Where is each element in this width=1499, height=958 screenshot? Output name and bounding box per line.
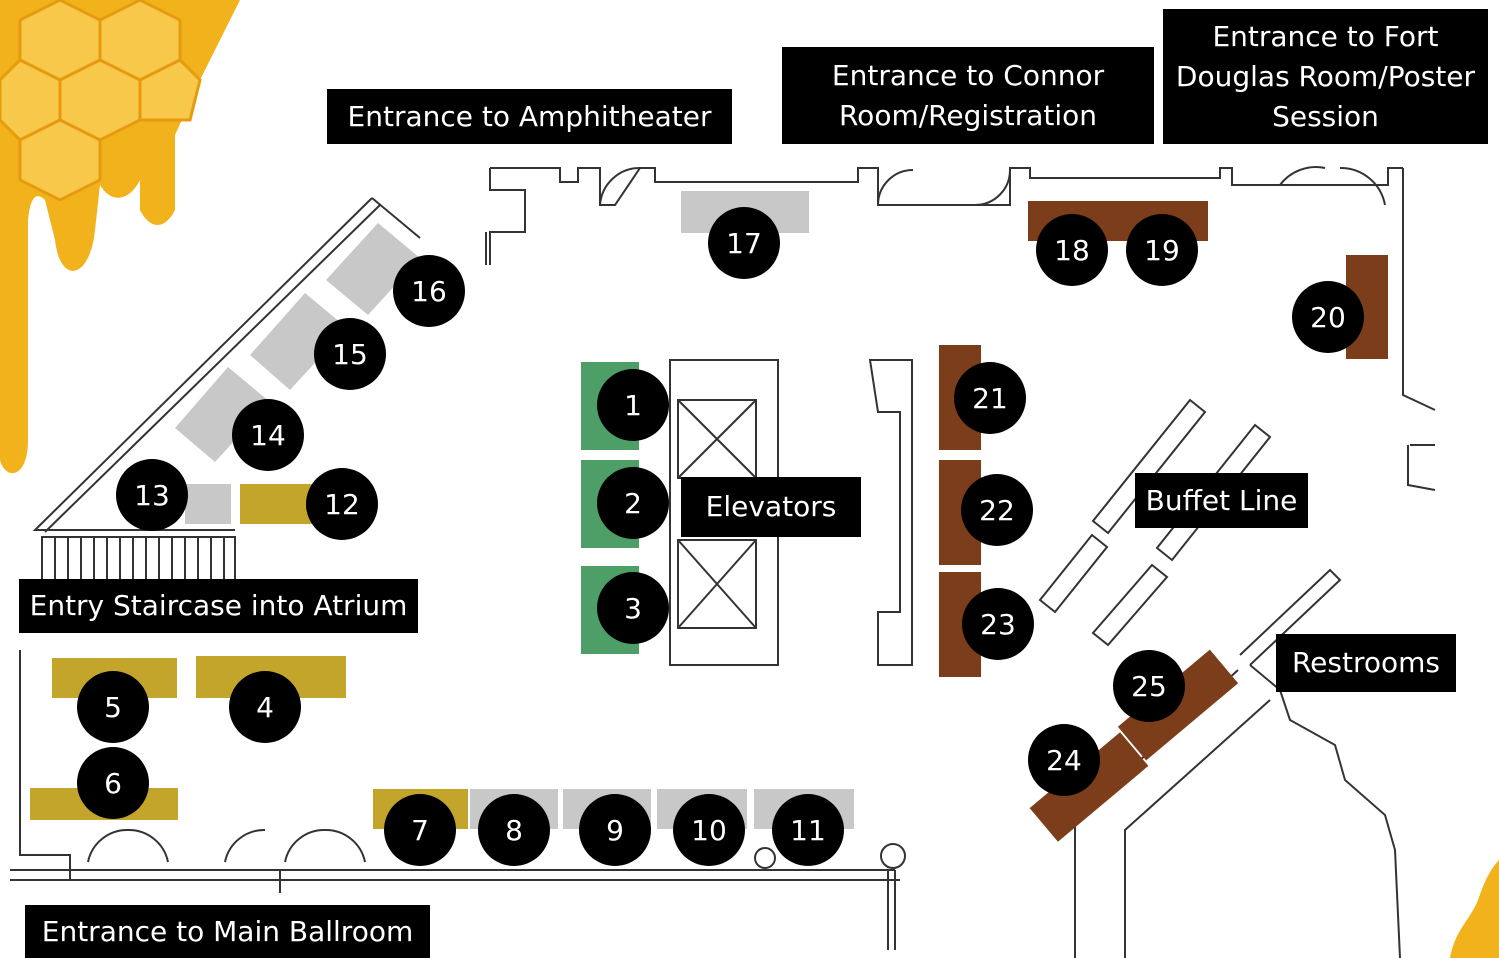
restrooms-label: Restrooms <box>1276 634 1456 692</box>
booth-marker-13[interactable]: 13 <box>116 459 188 531</box>
booth-marker-10[interactable]: 10 <box>673 794 745 866</box>
booth-marker-4[interactable]: 4 <box>229 671 301 743</box>
booth-marker-9[interactable]: 9 <box>579 794 651 866</box>
booth-marker-7[interactable]: 7 <box>384 794 456 866</box>
booth-marker-18[interactable]: 18 <box>1036 214 1108 286</box>
booth-marker-17[interactable]: 17 <box>708 207 780 279</box>
booth-marker-12[interactable]: 12 <box>306 468 378 540</box>
booth-marker-5[interactable]: 5 <box>77 671 149 743</box>
buffet-line-label: Buffet Line <box>1135 473 1308 528</box>
booth-marker-25[interactable]: 25 <box>1113 650 1185 722</box>
booth-marker-6[interactable]: 6 <box>77 747 149 819</box>
booth-marker-3[interactable]: 3 <box>597 572 669 644</box>
elevators-label: Elevators <box>681 477 861 537</box>
entry-staircase-label: Entry Staircase into Atrium <box>19 579 418 633</box>
booth-marker-22[interactable]: 22 <box>961 474 1033 546</box>
booth-marker-14[interactable]: 14 <box>232 399 304 471</box>
booth-13-table[interactable] <box>185 484 231 524</box>
booth-marker-24[interactable]: 24 <box>1028 724 1100 796</box>
booth-marker-16[interactable]: 16 <box>393 255 465 327</box>
booth-marker-20[interactable]: 20 <box>1292 281 1364 353</box>
booth-marker-23[interactable]: 23 <box>962 588 1034 660</box>
booth-marker-8[interactable]: 8 <box>478 794 550 866</box>
staircase-steps <box>54 537 225 582</box>
amphitheater-entrance-label: Entrance to Amphitheater <box>327 89 732 144</box>
honey-drip-decoration <box>1450 860 1499 958</box>
main-ballroom-entrance-label: Entrance to Main Ballroom <box>25 905 430 958</box>
booth-marker-15[interactable]: 15 <box>314 318 386 390</box>
booth-marker-19[interactable]: 19 <box>1126 214 1198 286</box>
booth-marker-21[interactable]: 21 <box>954 362 1026 434</box>
booth-marker-2[interactable]: 2 <box>597 467 669 539</box>
connor-room-entrance-label: Entrance to Connor Room/Registration <box>782 47 1154 144</box>
fort-douglas-entrance-label: Entrance to Fort Douglas Room/Poster Ses… <box>1163 9 1488 144</box>
honeycomb-decoration <box>0 0 240 474</box>
diagonal-booths <box>175 223 420 462</box>
booth-marker-1[interactable]: 1 <box>597 369 669 441</box>
booth-marker-11[interactable]: 11 <box>772 794 844 866</box>
